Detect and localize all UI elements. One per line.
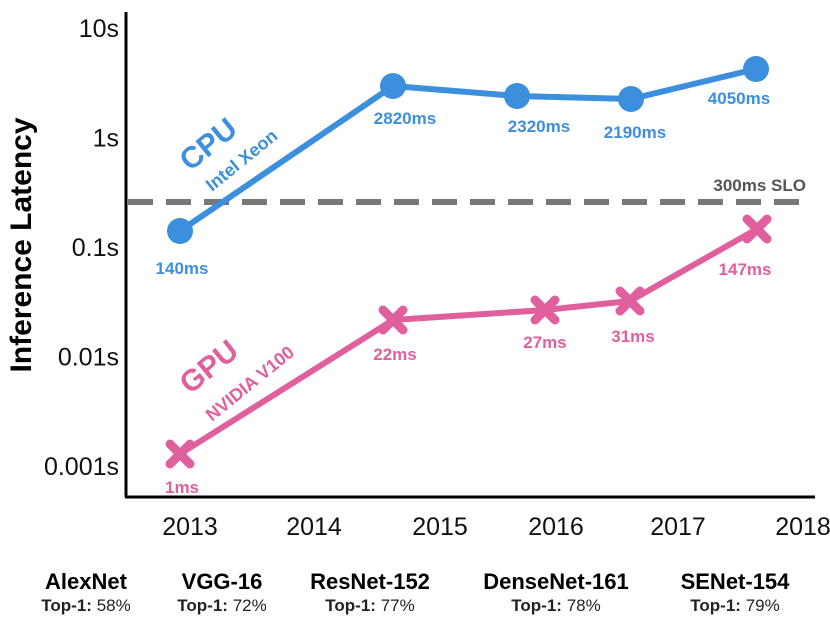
x-tick-labels: 2013 2014 2015 2016 2017 2018 <box>162 513 830 541</box>
model-accuracy: Top-1: 77% <box>325 596 414 615</box>
data-label: 2190ms <box>604 123 666 142</box>
slo-line-group: 300ms SLO <box>128 176 808 205</box>
x-tick-label: 2017 <box>650 513 706 541</box>
data-point <box>504 83 530 109</box>
model-accuracy: Top-1: 78% <box>511 596 600 615</box>
x-tick-label: 2016 <box>528 513 584 541</box>
data-label: 31ms <box>611 327 654 346</box>
data-point <box>165 439 195 469</box>
y-tick-label: 0.01s <box>58 344 119 372</box>
y-tick-label: 1s <box>93 125 119 153</box>
model-name: DenseNet-161 <box>483 569 629 594</box>
data-label: 1ms <box>165 478 199 497</box>
model-accuracy: Top-1: 72% <box>177 596 266 615</box>
data-point <box>380 73 406 99</box>
x-tick-label: 2014 <box>286 513 342 541</box>
axes <box>124 12 815 499</box>
model-accuracy: Top-1: 58% <box>41 596 130 615</box>
data-point <box>742 214 772 244</box>
data-label: 4050ms <box>708 89 770 108</box>
y-tick-labels: 10s 1s 0.1s 0.01s 0.001s <box>44 15 119 481</box>
y-tick-label: 0.1s <box>72 234 119 262</box>
model-name: SENet-154 <box>681 569 791 594</box>
y-tick-label: 10s <box>79 15 119 43</box>
model-name: ResNet-152 <box>310 569 430 594</box>
data-point <box>615 286 645 316</box>
x-tick-label: 2018 <box>775 513 830 541</box>
y-axis-label: Inference Latency <box>5 117 38 372</box>
data-point <box>530 295 560 325</box>
data-label: 22ms <box>373 345 416 364</box>
data-point <box>378 305 408 335</box>
y-tick-label: 0.001s <box>44 453 119 481</box>
data-point <box>618 86 644 112</box>
data-label: 2320ms <box>508 117 570 136</box>
data-label: 147ms <box>719 260 772 279</box>
series-line <box>178 226 759 457</box>
data-label: 140ms <box>156 259 209 278</box>
model-name: VGG-16 <box>182 569 263 594</box>
model-accuracy: Top-1: 79% <box>690 596 779 615</box>
slo-label: 300ms SLO <box>713 176 806 195</box>
data-label: 2820ms <box>374 109 436 128</box>
data-label: 27ms <box>523 333 566 352</box>
model-name: AlexNet <box>45 569 128 594</box>
x-tick-label: 2015 <box>412 513 468 541</box>
data-point <box>167 218 193 244</box>
x-tick-label: 2013 <box>162 513 218 541</box>
data-point <box>743 56 769 82</box>
